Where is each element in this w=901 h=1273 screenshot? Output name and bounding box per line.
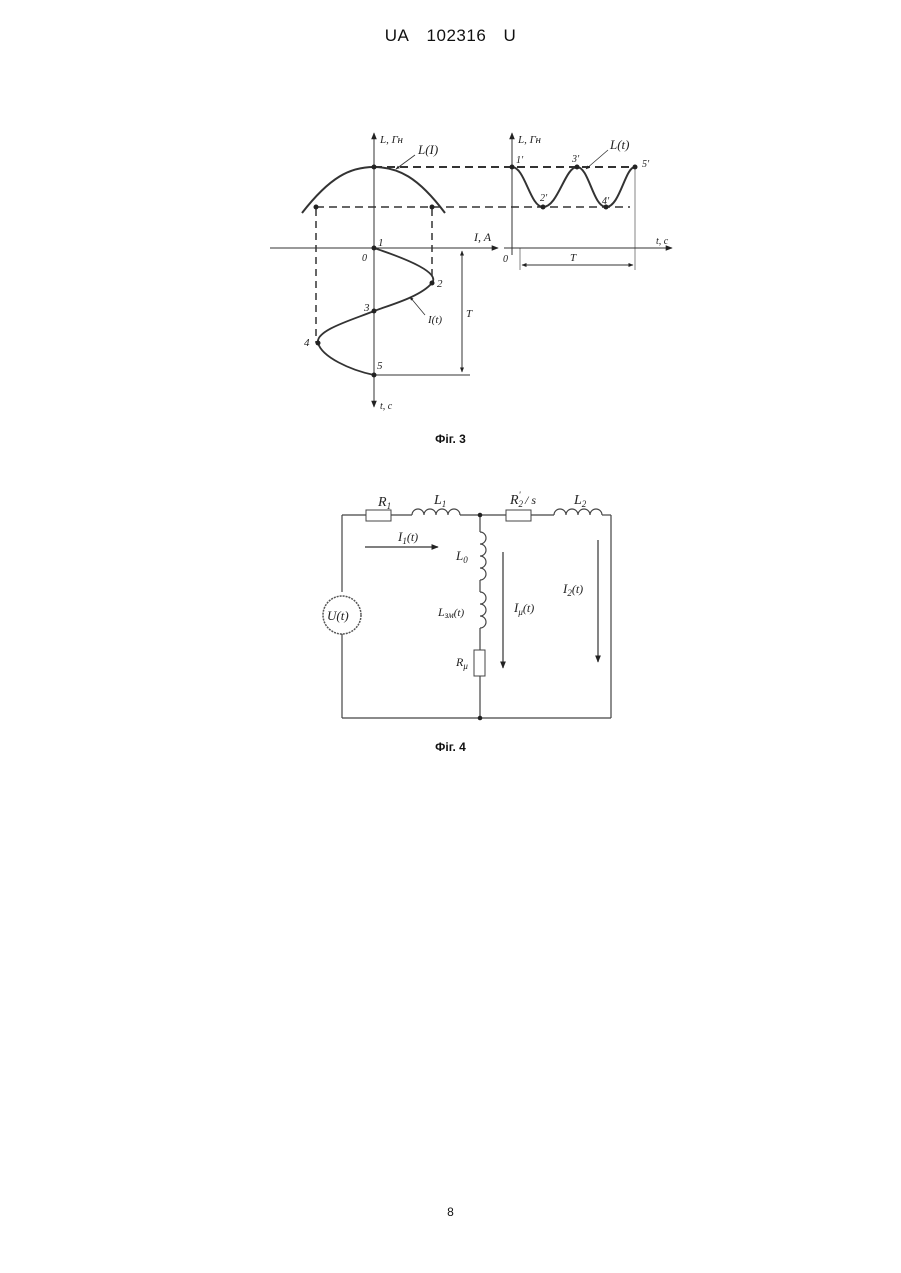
country-code: UA — [385, 26, 410, 46]
figure-3: L, Гн L, Гн I, A t, c t, c L(I) L(t) I(t… — [260, 125, 680, 425]
label-L2: L2 — [573, 493, 587, 509]
document-kind: U — [504, 26, 517, 46]
point-4-prime: 4' — [602, 196, 610, 207]
label-Rmu: Rμ — [455, 655, 468, 671]
point-1-prime: 1' — [516, 155, 524, 166]
resistor-Rmu — [474, 650, 485, 676]
label-period-left: T — [466, 308, 473, 320]
point-5: 5 — [377, 360, 383, 372]
point-4: 4 — [304, 337, 310, 349]
figure-3-drawing: L, Гн L, Гн I, A t, c t, c L(I) L(t) I(t… — [260, 125, 680, 425]
figure-3-caption: Фіг. 3 — [0, 432, 901, 446]
label-L1: L1 — [433, 493, 446, 509]
label-origin-right: 0 — [503, 254, 508, 265]
label-origin-left: 0 — [362, 253, 367, 264]
label-I1: I1(t) — [397, 529, 418, 546]
page-number: 8 — [0, 1205, 901, 1219]
point-1: 1 — [378, 237, 384, 249]
patent-number: 102316 — [427, 26, 487, 46]
point-3: 3 — [363, 302, 370, 314]
label-axis-time-down: t, c — [380, 401, 393, 412]
label-curve-L-of-I: L(I) — [417, 142, 438, 157]
inductor-Lzm — [480, 592, 486, 628]
label-source: U(t) — [327, 608, 349, 623]
resistor-R1 — [366, 510, 391, 521]
figure-4: R1 L1 R'2/ s L2 L0 Lзм(t) Rμ U(t) I1(t) … — [310, 480, 630, 730]
point-3-prime: 3' — [571, 154, 580, 165]
patent-header: UA 102316 U — [0, 26, 901, 46]
label-axis-right-y: L, Гн — [517, 134, 542, 146]
figure-4-caption: Фіг. 4 — [0, 740, 901, 754]
label-I2: I2(t) — [562, 581, 583, 598]
label-Imu: Iμ(t) — [513, 600, 534, 617]
label-L0: L0 — [455, 548, 468, 565]
point-2: 2 — [437, 278, 443, 290]
label-R1: R1 — [377, 495, 391, 511]
label-R2s: R'2/ s — [509, 490, 536, 509]
label-axis-current: I, A — [473, 230, 492, 244]
label-axis-left-y: L, Гн — [379, 134, 404, 146]
inductor-L2 — [554, 509, 602, 515]
label-Lzm: Lзм(t) — [437, 605, 464, 620]
resistor-R2s — [506, 510, 531, 521]
inductor-L0 — [480, 532, 486, 580]
label-axis-time-right: t, c — [656, 236, 669, 247]
label-curve-L-of-t: L(t) — [609, 137, 630, 152]
label-period-right: T — [570, 252, 577, 264]
figure-4-circuit: R1 L1 R'2/ s L2 L0 Lзм(t) Rμ U(t) I1(t) … — [310, 480, 630, 730]
inductor-L1 — [412, 509, 460, 515]
point-2-prime: 2' — [540, 193, 548, 204]
label-curve-I-of-t: I(t) — [427, 314, 442, 326]
curve-L-of-t — [512, 167, 635, 207]
point-5-prime: 5' — [642, 159, 650, 170]
